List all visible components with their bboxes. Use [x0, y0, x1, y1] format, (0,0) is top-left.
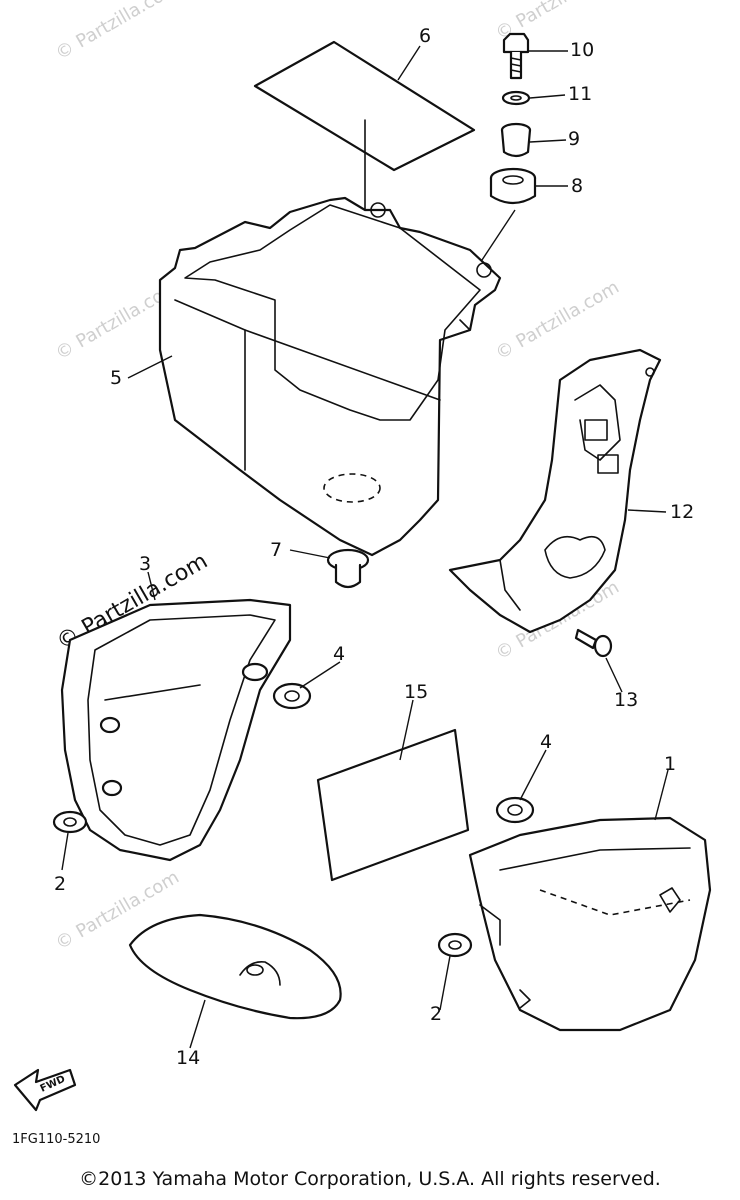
grommet-part-4: [495, 796, 535, 824]
collar-part-9: [500, 122, 532, 158]
callout-9: 9: [568, 128, 580, 150]
callout-14: 14: [176, 1047, 200, 1069]
battery-box-part-5: [158, 196, 502, 557]
callout-4: 4: [333, 643, 345, 665]
callout-15: 15: [404, 681, 428, 703]
grommet-part-2: [437, 932, 473, 958]
copyright-notice: ©2013 Yamaha Motor Corporation, U.S.A. A…: [79, 1168, 661, 1190]
bolt-part-10: [502, 32, 530, 80]
callout-1: 1: [664, 753, 676, 775]
washer-part-11: [501, 90, 531, 106]
grommet-part-7: [326, 548, 370, 589]
cover-part-14: [128, 913, 342, 1020]
watermark: © Partzilla.com: [492, 277, 623, 365]
leader-lines: [61, 45, 669, 1049]
callout-6: 6: [419, 25, 431, 47]
callout-4: 4: [540, 731, 552, 753]
callout-8: 8: [571, 175, 583, 197]
side-cover-part-1: [468, 816, 712, 1032]
side-cover-part-3: [60, 598, 292, 862]
watermark: © Partzilla.com: [52, 0, 183, 64]
label-part-15: [316, 728, 470, 882]
callout-13: 13: [614, 689, 638, 711]
grommet-part-8: [489, 167, 537, 205]
callout-12: 12: [670, 501, 694, 523]
callout-2: 2: [430, 1003, 442, 1025]
screw-part-13: [574, 628, 613, 658]
part-code: 1FG110-5210: [12, 1132, 101, 1147]
callout-10: 10: [570, 39, 594, 61]
callout-5: 5: [110, 367, 122, 389]
callout-3: 3: [139, 553, 151, 575]
fwd-arrow-icon: FWD: [13, 1068, 77, 1112]
callout-11: 11: [568, 83, 592, 105]
grommet-part-2: [52, 810, 88, 834]
bracket-part-12: [448, 348, 662, 634]
callout-7: 7: [270, 539, 282, 561]
grommet-part-4: [272, 682, 312, 710]
callout-2: 2: [54, 873, 66, 895]
